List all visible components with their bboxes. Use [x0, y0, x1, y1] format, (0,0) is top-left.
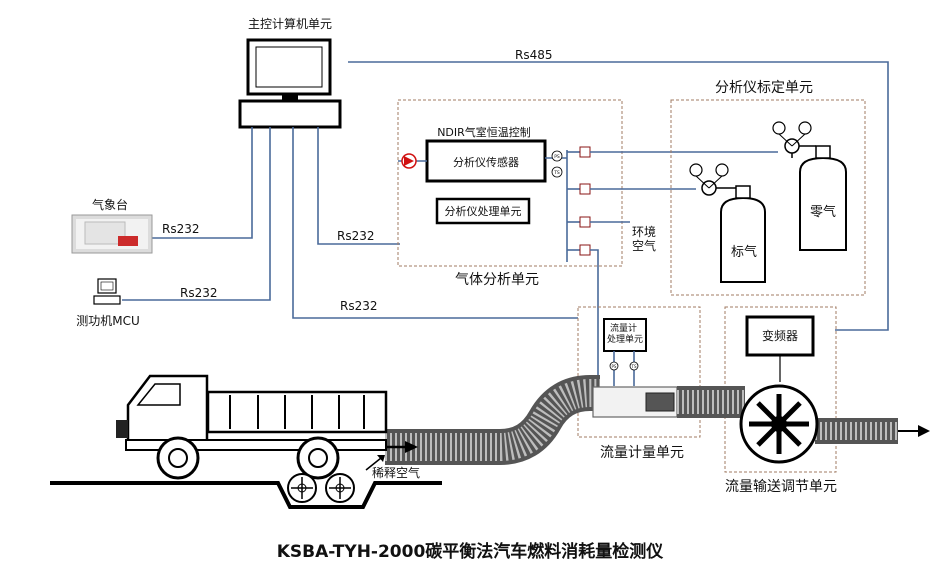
temp-sensor-gas: TS — [551, 166, 563, 178]
gas-cylinder-icon — [720, 185, 766, 283]
zero-gas-label: 零气 — [810, 204, 836, 220]
pump-icon — [401, 153, 417, 169]
wiring: Rs485 Rs232 Rs232 Rs232 Rs232 — [122, 48, 889, 331]
pressure-sensor-gas: PS — [551, 150, 563, 162]
pc-icon — [93, 278, 121, 305]
calibration-label: 分析仪标定单元 — [715, 80, 813, 96]
svg-text:TS: TS — [553, 170, 560, 176]
weather-station-icon — [71, 214, 153, 254]
rs232-weather-label: Rs232 — [162, 222, 200, 236]
dyno-mcu: 测功机MCU — [76, 278, 140, 328]
dilution-air-label: 稀释空气 — [372, 465, 420, 480]
svg-text:PS: PS — [554, 154, 560, 160]
vfd-box — [745, 315, 815, 357]
computer-label: 主控计算机单元 — [248, 16, 332, 31]
valve-icon — [579, 146, 591, 256]
gas-unit-border — [397, 99, 623, 267]
gas-cylinder-icon — [799, 145, 847, 251]
rs232-mcu-label: Rs232 — [180, 286, 218, 300]
flow-transport-border — [724, 306, 837, 473]
dilution-air: 稀释空气 — [365, 441, 420, 480]
pressure-regulator-icon — [689, 163, 736, 196]
vfd-label: 变频器 — [762, 328, 798, 343]
weather-station: 气象台 — [71, 197, 153, 254]
diagram-title: KSBA-TYH-2000碳平衡法汽车燃料消耗量检测仪 — [277, 541, 665, 562]
flow-unit-label: 流量计量单元 — [600, 445, 684, 461]
env-air-label: 环境 空气 — [632, 224, 660, 253]
svg-text:TS: TS — [631, 364, 637, 369]
flow-transport-label: 流量输送调节单元 — [725, 479, 837, 495]
processor-label: 分析仪处理单元 — [445, 204, 522, 218]
flowmeter-proc-box — [603, 318, 647, 352]
truck-icon — [50, 374, 442, 509]
mcu-label: 测功机MCU — [76, 314, 140, 328]
monitor-icon — [246, 38, 332, 100]
computer-base — [238, 99, 342, 129]
calibration-border — [670, 99, 866, 296]
main-computer: 主控计算机单元 — [238, 16, 342, 129]
calibration-unit: 分析仪标定单元 零气 标气 — [670, 80, 866, 296]
processor-box — [435, 197, 531, 225]
gas-unit-label: 气体分析单元 — [455, 272, 539, 288]
pressure-sensor-flow: PS — [609, 361, 619, 371]
exhaust-duct — [385, 375, 930, 465]
arrow-icon — [898, 425, 930, 437]
flow-measurement-unit: 流量计 处理单元 PS TS 流量计量单元 — [577, 306, 701, 461]
ndir-label: NDIR气室恒温控制 — [437, 125, 531, 139]
flowmeter-proc-label: 流量计 处理单元 — [607, 322, 643, 345]
fan-icon — [739, 384, 819, 464]
temp-sensor-flow: TS — [629, 361, 639, 371]
rs232-ndir-label: Rs232 — [337, 229, 375, 243]
sensor-label: 分析仪传感器 — [453, 155, 519, 169]
rs485-label: Rs485 — [515, 48, 553, 62]
flow-unit-border — [577, 306, 701, 438]
roller-icon — [287, 473, 355, 503]
svg-text:PS: PS — [612, 364, 617, 369]
pressure-regulator-icon — [772, 121, 816, 158]
rs232-flow-label: Rs232 — [340, 299, 378, 313]
gas-analysis-unit: NDIR气室恒温控制 分析仪传感器 分析仪处理单元 PS TS — [397, 99, 778, 380]
flow-transport-unit: 变频器 流量输送调节单元 — [724, 306, 837, 495]
weather-label: 气象台 — [92, 197, 128, 212]
standard-gas-label: 标气 — [731, 244, 757, 260]
